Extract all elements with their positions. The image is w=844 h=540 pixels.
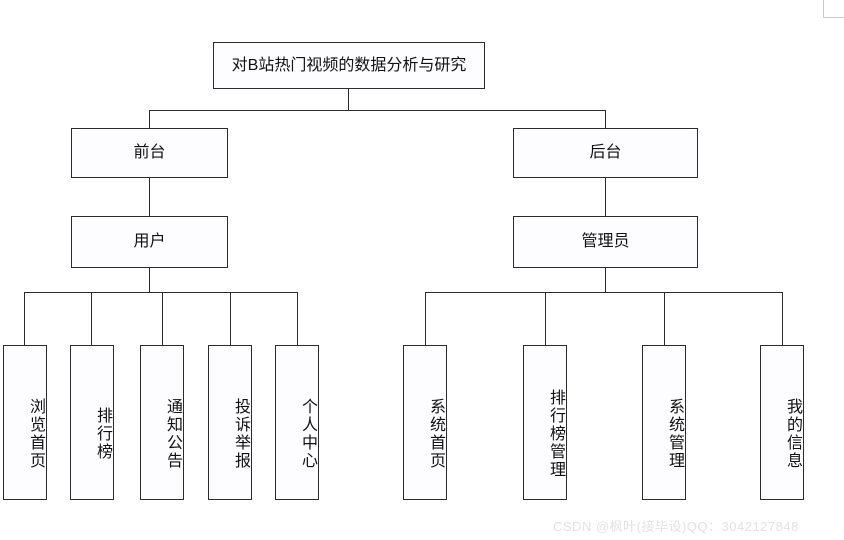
watermark-text: CSDN @枫叶(接毕设)QQ：3042127848 — [553, 519, 799, 534]
leaf-ranking-management[interactable]: 排行榜管理 — [523, 345, 567, 500]
node-backend[interactable]: 后台 — [513, 128, 698, 178]
connector-admin-stem — [605, 268, 607, 293]
leaf-system-home[interactable]: 系统首页 — [403, 345, 447, 500]
leaf-ranking-label: 排行榜 — [94, 406, 111, 461]
node-backend-label: 后台 — [589, 144, 622, 162]
node-frontend[interactable]: 前台 — [71, 128, 228, 178]
connector-admin-drop-2 — [545, 292, 547, 345]
connector-drop-frontend — [149, 110, 151, 129]
connector-frontend-to-user — [149, 178, 151, 216]
connector-user-drop-4 — [230, 292, 232, 345]
leaf-personal-center[interactable]: 个人中心 — [275, 345, 319, 500]
connector-user-drop-5 — [297, 292, 299, 345]
leaf-system-home-label: 系统首页 — [427, 397, 444, 470]
connector-backend-to-admin — [605, 178, 607, 216]
node-root-title[interactable]: 对B站热门视频的数据分析与研究 — [213, 42, 485, 89]
connector-user-bus — [24, 292, 298, 294]
connector-user-drop-2 — [91, 292, 93, 345]
leaf-browse-home[interactable]: 浏览首页 — [3, 345, 47, 500]
leaf-my-info-label: 我的信息 — [784, 397, 801, 470]
leaf-my-info[interactable]: 我的信息 — [760, 345, 804, 500]
leaf-ranking-management-label: 排行榜管理 — [547, 388, 564, 479]
connector-admin-drop-4 — [782, 292, 784, 345]
leaf-complaint-label: 投诉举报 — [232, 397, 249, 470]
leaf-notice[interactable]: 通知公告 — [140, 345, 184, 500]
node-admin[interactable]: 管理员 — [513, 216, 698, 268]
connector-admin-drop-1 — [425, 292, 427, 345]
leaf-ranking[interactable]: 排行榜 — [70, 345, 114, 500]
node-admin-label: 管理员 — [581, 233, 630, 251]
leaf-complaint[interactable]: 投诉举报 — [208, 345, 252, 500]
node-user[interactable]: 用户 — [71, 216, 228, 268]
leaf-personal-center-label: 个人中心 — [299, 397, 316, 470]
connector-main-bus — [149, 110, 606, 112]
leaf-notice-label: 通知公告 — [164, 397, 181, 470]
crop-mark-horizontal — [823, 17, 844, 18]
leaf-browse-home-label: 浏览首页 — [27, 397, 44, 470]
connector-root-stem — [348, 89, 350, 111]
connector-user-drop-3 — [162, 292, 164, 345]
connector-admin-drop-3 — [664, 292, 666, 345]
connector-user-drop-1 — [24, 292, 26, 345]
leaf-system-management-label: 系统管理 — [666, 397, 683, 470]
crop-mark-vertical — [823, 0, 824, 18]
connector-admin-bus — [425, 292, 783, 294]
connector-drop-backend — [605, 110, 607, 129]
connector-user-stem — [149, 268, 151, 293]
node-root-title-label: 对B站热门视频的数据分析与研究 — [231, 56, 467, 74]
node-user-label: 用户 — [133, 233, 166, 251]
node-frontend-label: 前台 — [133, 144, 166, 162]
leaf-system-management[interactable]: 系统管理 — [642, 345, 686, 500]
